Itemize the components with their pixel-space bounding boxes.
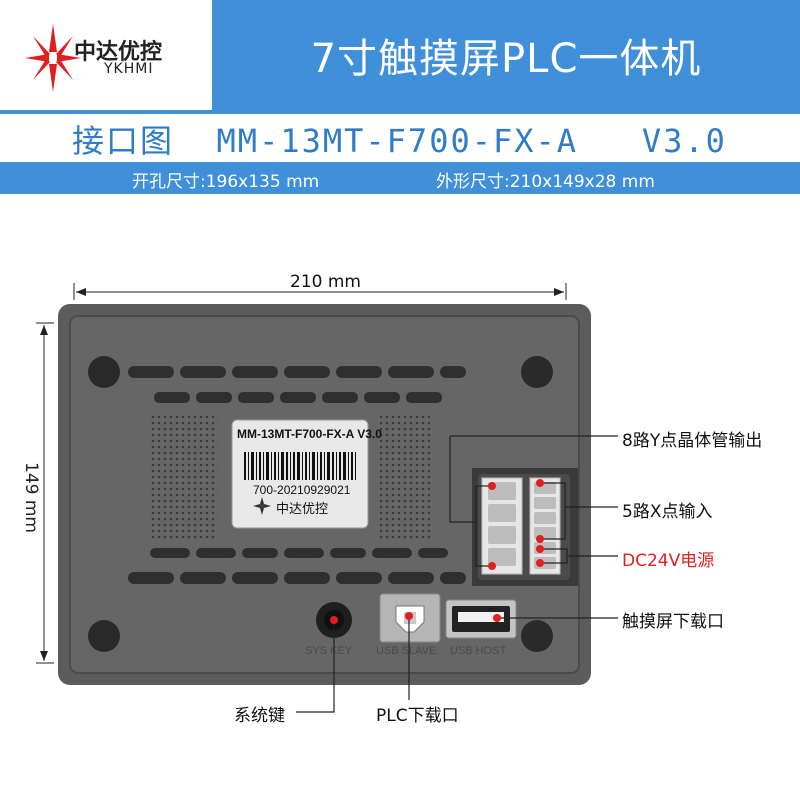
- height-dimension: 149 mm: [21, 462, 41, 533]
- header: 中达优控 YKHMI 7寸触摸屏PLC一体机: [0, 0, 800, 110]
- barcode: [244, 452, 356, 480]
- subtitle: 接口图 MM-13MT-F700-FX-A V3.0: [72, 122, 727, 160]
- brand-name-en: YKHMI: [104, 61, 154, 77]
- power-label: DC24V电源: [622, 551, 715, 571]
- system-key-label: 系统键: [234, 706, 285, 726]
- y-outputs-label: 8路Y点晶体管输出: [622, 431, 763, 451]
- silkscreen-text: USB HOST: [450, 645, 507, 657]
- logo: 中达优控 YKHMI: [0, 0, 212, 110]
- vent-slots: [128, 366, 466, 584]
- usb-host-port[interactable]: [445, 599, 517, 639]
- terminal-block: [472, 468, 578, 586]
- hole-size: 开孔尺寸:196x135 mm: [132, 172, 320, 192]
- speaker-grille: [380, 414, 430, 540]
- brand-name: 中达优控: [74, 40, 163, 65]
- callout-lines: [296, 435, 618, 713]
- silkscreen-text: USB SLAVE: [376, 645, 436, 657]
- title-bar: 7寸触摸屏PLC一体机: [212, 0, 800, 110]
- height-dimension-line: [36, 322, 54, 664]
- silkscreen-text: SYS KEY: [305, 645, 353, 657]
- subtitle-bar: 接口图 MM-13MT-F700-FX-A V3.0: [0, 114, 800, 162]
- hmi-download-label: 触摸屏下载口: [622, 612, 724, 632]
- label-serial: 700-20210929021: [253, 483, 351, 497]
- callout-dots: [330, 479, 544, 624]
- plc-download-label: PLC下载口: [376, 706, 459, 726]
- product-label: [231, 419, 369, 529]
- label-model: MM-13MT-F700-FX-A V3.0: [237, 427, 382, 441]
- brand-star-icon: [25, 24, 81, 92]
- label-star-icon: [253, 497, 271, 515]
- x-inputs-label: 5路X点输入: [622, 502, 713, 522]
- width-dimension: 210 mm: [290, 272, 361, 292]
- mounting-hole: [88, 356, 553, 652]
- outline-size: 外形尺寸:210x149x28 mm: [436, 172, 655, 192]
- page-title: 7寸触摸屏PLC一体机: [310, 36, 702, 82]
- divider: [0, 110, 800, 114]
- label-brand: 中达优控: [276, 502, 329, 517]
- width-dimension-line: [73, 283, 567, 300]
- dimensions-bar: 开孔尺寸:196x135 mm 外形尺寸:210x149x28 mm: [0, 162, 800, 194]
- speaker-grille: [150, 414, 218, 540]
